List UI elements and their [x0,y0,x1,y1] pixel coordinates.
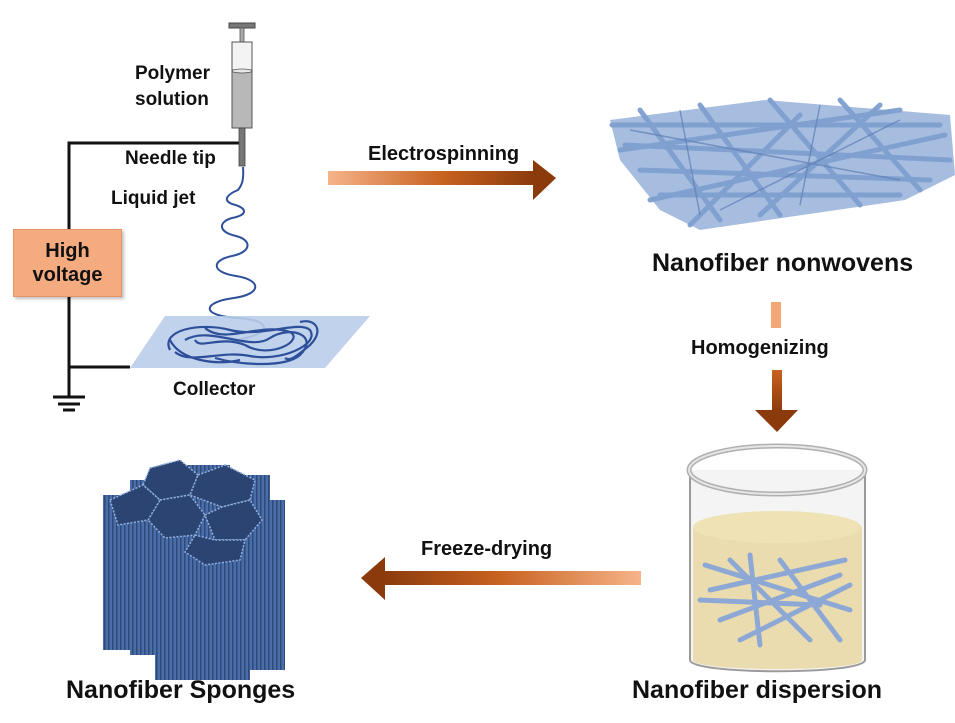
syringe-icon [228,22,256,167]
needle-tip-label: Needle tip [125,148,216,169]
circuit-wire [67,141,240,396]
ground-icon [53,395,85,412]
liquid-jet-label: Liquid jet [111,188,196,209]
high-voltage-line2: voltage [32,264,103,286]
high-voltage-line1: High [45,240,90,262]
fiber-tangle [167,320,319,366]
beaker-icon [686,443,868,673]
freeze-drying-label: Freeze-drying [421,538,553,560]
nonwoven-mat [609,97,955,230]
collector-label: Collector [173,379,256,400]
electrospinning-label: Electrospinning [368,143,520,165]
sponges-label: Nanofiber Sponges [66,676,296,704]
homogenizing-label: Homogenizing [691,337,829,359]
sponge-icon [103,459,285,680]
electrospinning-arrow [328,160,556,200]
dispersion-label: Nanofiber dispersion [632,676,883,704]
freeze-drying-arrow [361,557,641,600]
nonwovens-label: Nanofiber nonwovens [652,249,914,277]
polymer-label-line1: Polymer [135,63,210,84]
homogenizing-arrow [755,302,798,432]
high-voltage-box: High voltage [13,229,122,297]
polymer-label-line2: solution [135,89,209,110]
